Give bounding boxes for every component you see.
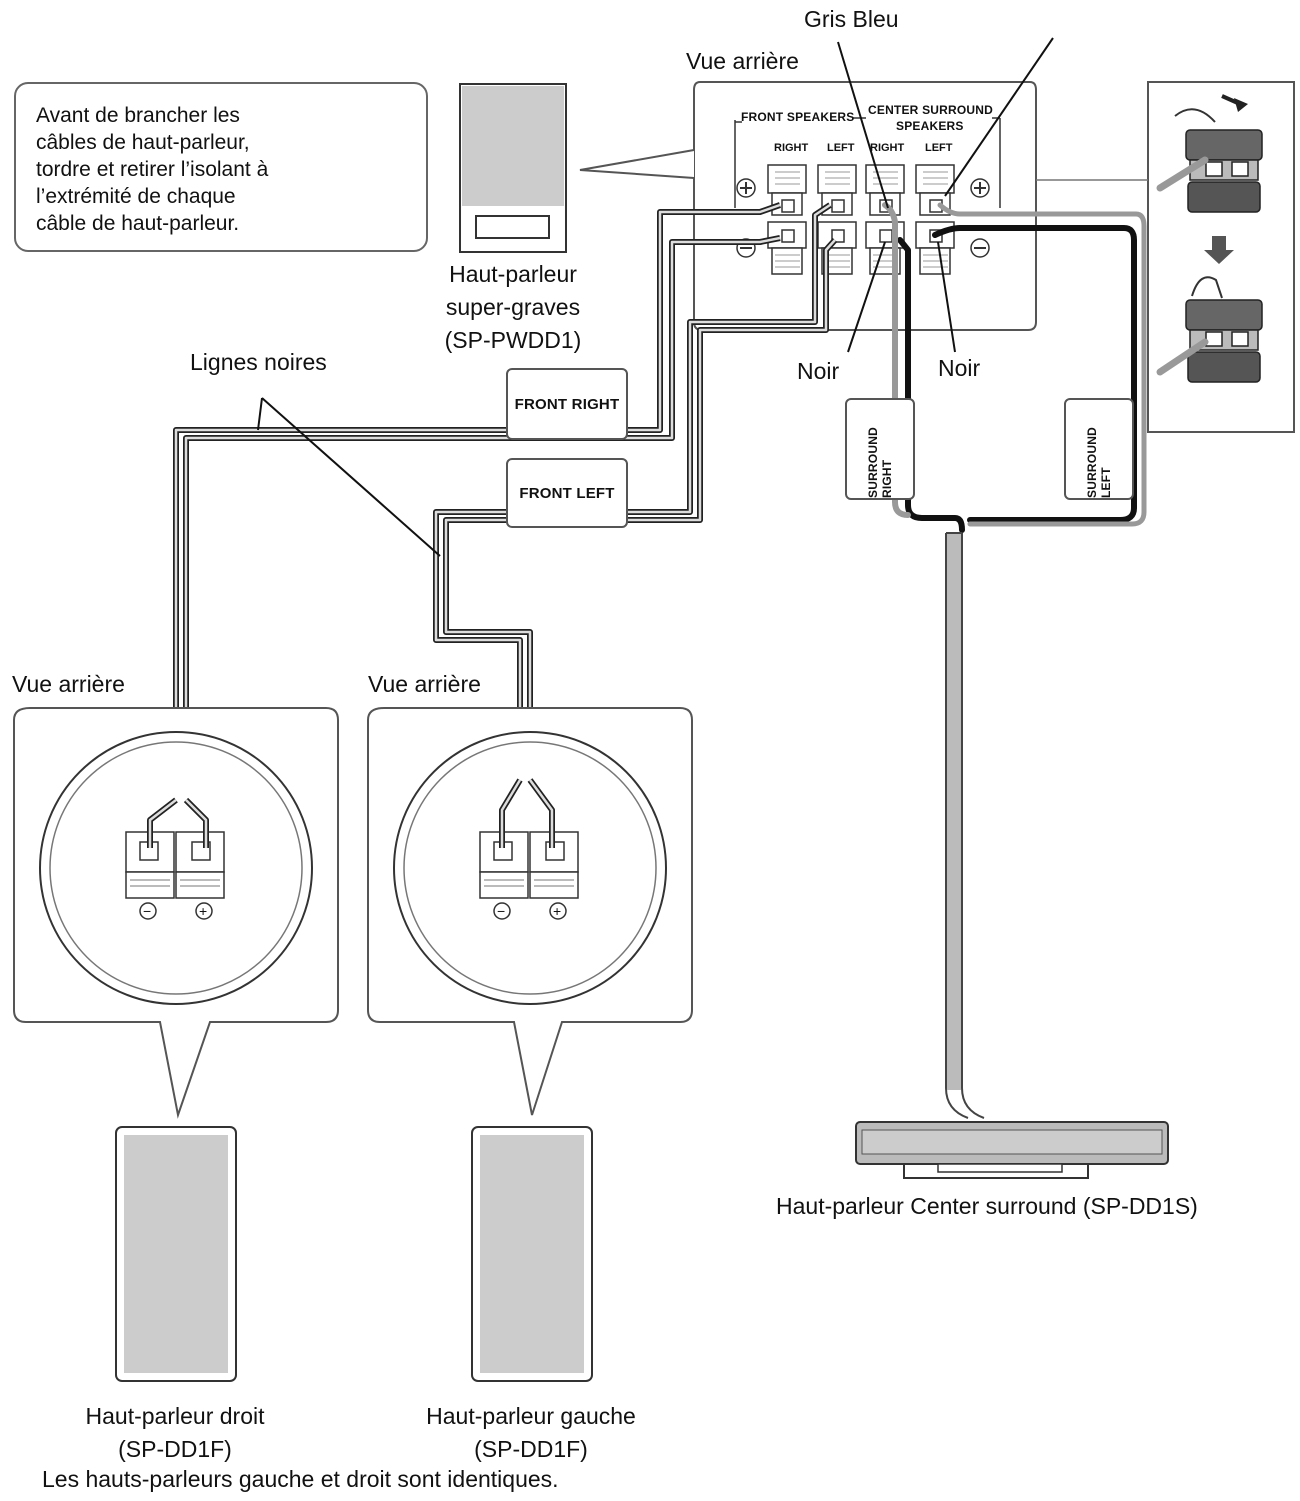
- left-speaker-rear-view: [367, 707, 693, 1116]
- tag-surround-left: SURROUND LEFT: [1064, 398, 1134, 500]
- subwoofer-model: (SP-PWDD1): [444, 327, 582, 353]
- front-right-cable: [173, 202, 781, 850]
- subwoofer-label: Haut-parleur super-graves (SP-PWDD1): [420, 258, 606, 357]
- tag-surround-right-text: SURROUND RIGHT: [866, 427, 894, 498]
- note-line: câble de haut-parleur.: [36, 212, 240, 235]
- panel-left-1: LEFT: [827, 142, 855, 154]
- label-lignes-noires: Lignes noires: [190, 349, 327, 375]
- note-line: l’extrémité de chaque: [36, 185, 236, 208]
- wire-prep-text: Avant de brancher les câbles de haut-par…: [36, 102, 268, 237]
- callout-pointer-subwoofer: [579, 149, 695, 179]
- clip-instruction-box: [1036, 81, 1295, 433]
- subwoofer-name: Haut-parleur: [449, 261, 577, 287]
- panel-left-2: LEFT: [925, 142, 953, 154]
- panel-terminals: [767, 164, 955, 275]
- label-noir-1: Noir: [797, 358, 840, 384]
- left-speaker-label: Haut-parleur gauche (SP-DD1F): [396, 1400, 666, 1466]
- note-line: câbles de haut-parleur,: [36, 131, 250, 154]
- panel-speakers: SPEAKERS: [896, 119, 964, 133]
- front-right-speaker-drawing: [115, 1126, 237, 1382]
- subwoofer-drawing: [459, 83, 567, 253]
- plus-icon: +: [199, 903, 208, 919]
- right-speaker-label: Haut-parleur droit (SP-DD1F): [40, 1400, 310, 1466]
- tag-front-left: FRONT LEFT: [506, 458, 628, 528]
- note-line: tordre et retirer l’isolant à: [36, 158, 269, 181]
- surround-cables: [882, 202, 1147, 533]
- identical-note: Les hauts-parleurs gauche et droit sont …: [42, 1466, 559, 1492]
- label-noir-2: Noir: [938, 355, 981, 381]
- minus-icon: −: [497, 903, 506, 919]
- plus-icon: +: [553, 903, 562, 919]
- label-gris-bleu: Gris Bleu: [804, 6, 899, 32]
- wire-prep-note: Avant de brancher les câbles de haut-par…: [14, 82, 428, 252]
- panel-right-1: RIGHT: [774, 142, 809, 154]
- center-surround-speaker-drawing: [855, 1121, 1169, 1179]
- center-speaker-label: Haut-parleur Center surround (SP-DD1S): [776, 1193, 1198, 1219]
- front-left-cable: [433, 202, 838, 850]
- label-vue-arriere-top: Vue arrière: [686, 48, 799, 74]
- panel-front-speakers: FRONT SPEAKERS: [741, 110, 855, 124]
- label-vue-arriere-left: Vue arrière: [12, 671, 125, 697]
- panel-right-2: RIGHT: [870, 142, 905, 154]
- tag-surround-right: SURROUND RIGHT: [845, 398, 915, 500]
- label-vue-arriere-mid: Vue arrière: [368, 671, 481, 697]
- subwoofer-name2: super-graves: [445, 294, 581, 320]
- front-left-speaker-drawing: [471, 1126, 593, 1382]
- note-line: Avant de brancher les: [36, 104, 240, 127]
- tag-front-right: FRONT RIGHT: [506, 368, 628, 440]
- left-speaker-name: Haut-parleur gauche: [426, 1403, 636, 1429]
- right-speaker-rear-view: [13, 707, 339, 1119]
- right-speaker-name: Haut-parleur droit: [85, 1403, 265, 1429]
- right-speaker-model: (SP-DD1F): [118, 1436, 232, 1462]
- panel-center-surround: CENTER SURROUND: [868, 103, 994, 117]
- center-cable: [945, 532, 985, 1119]
- left-speaker-model: (SP-DD1F): [474, 1436, 588, 1462]
- pointer-lines: [257, 37, 1054, 557]
- tag-surround-left-text: SURROUND LEFT: [1085, 427, 1113, 498]
- minus-icon: −: [143, 903, 152, 919]
